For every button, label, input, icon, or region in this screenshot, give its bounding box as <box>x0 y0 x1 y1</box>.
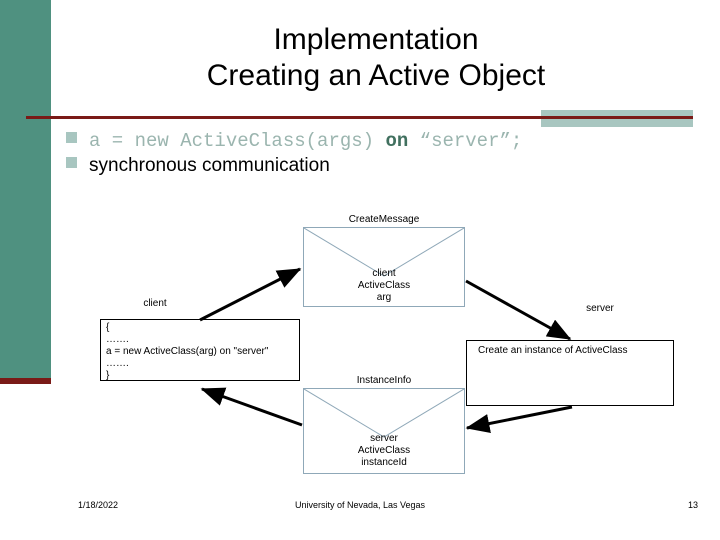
create-message-envelope: client ActiveClass arg <box>303 227 465 307</box>
client-label: client <box>143 298 167 309</box>
server-box <box>466 340 674 406</box>
footer-page-number: 13 <box>687 500 698 510</box>
footer-date: 1/18/2022 <box>78 500 119 510</box>
arrow-message-to-server <box>465 279 572 341</box>
envelope-fold-icon <box>304 389 464 438</box>
title-divider-rule <box>26 116 693 119</box>
create-message-line-3: arg <box>376 292 392 303</box>
arrow-client-to-message <box>199 267 302 322</box>
create-message-line-2: ActiveClass <box>357 280 411 291</box>
code-segment-1: a = new ActiveClass(args) <box>89 130 386 152</box>
bullet-code-text: a = new ActiveClass(args) on “server”; <box>89 130 522 152</box>
left-accent-band <box>0 0 51 378</box>
create-message-body: client ActiveClass arg <box>304 268 464 304</box>
bullet-item-code: a = new ActiveClass(args) on “server”; <box>66 130 706 152</box>
client-code-box <box>100 319 300 381</box>
bullet-plain-text: synchronous communication <box>89 155 330 176</box>
instance-info-label: InstanceInfo <box>356 375 412 386</box>
client-code-text: { ……. a = new ActiveClass(arg) on "serve… <box>106 322 269 381</box>
arrow-instanceinfo-to-client <box>200 387 303 427</box>
bullet-list: a = new ActiveClass(args) on “server”; s… <box>66 130 706 180</box>
create-message-line-1: client <box>372 268 396 279</box>
code-segment-2: “server”; <box>408 130 523 152</box>
title-line-2: Creating an Active Object <box>206 59 546 92</box>
left-accent-band-foot <box>0 378 51 384</box>
instance-info-body: server ActiveClass instanceId <box>304 433 464 469</box>
footer-institution: University of Nevada, Las Vegas <box>294 500 426 510</box>
square-bullet-icon <box>66 132 77 143</box>
instance-info-line-3: instanceId <box>361 457 407 468</box>
server-label: server <box>586 303 614 314</box>
instance-info-line-1: server <box>370 433 398 444</box>
square-bullet-icon <box>66 157 77 168</box>
page-title: Implementation Creating an Active Object <box>51 22 701 94</box>
instance-info-envelope: server ActiveClass instanceId <box>303 388 465 474</box>
title-line-1: Implementation <box>273 23 479 56</box>
code-keyword-on: on <box>385 130 409 152</box>
envelope-fold-icon <box>304 228 464 277</box>
arrow-server-to-instanceinfo <box>465 405 573 434</box>
create-message-label: CreateMessage <box>348 214 420 225</box>
server-box-text: Create an instance of ActiveClass <box>478 345 628 356</box>
bullet-item-text: synchronous communication <box>66 155 706 177</box>
instance-info-line-2: ActiveClass <box>357 445 411 456</box>
